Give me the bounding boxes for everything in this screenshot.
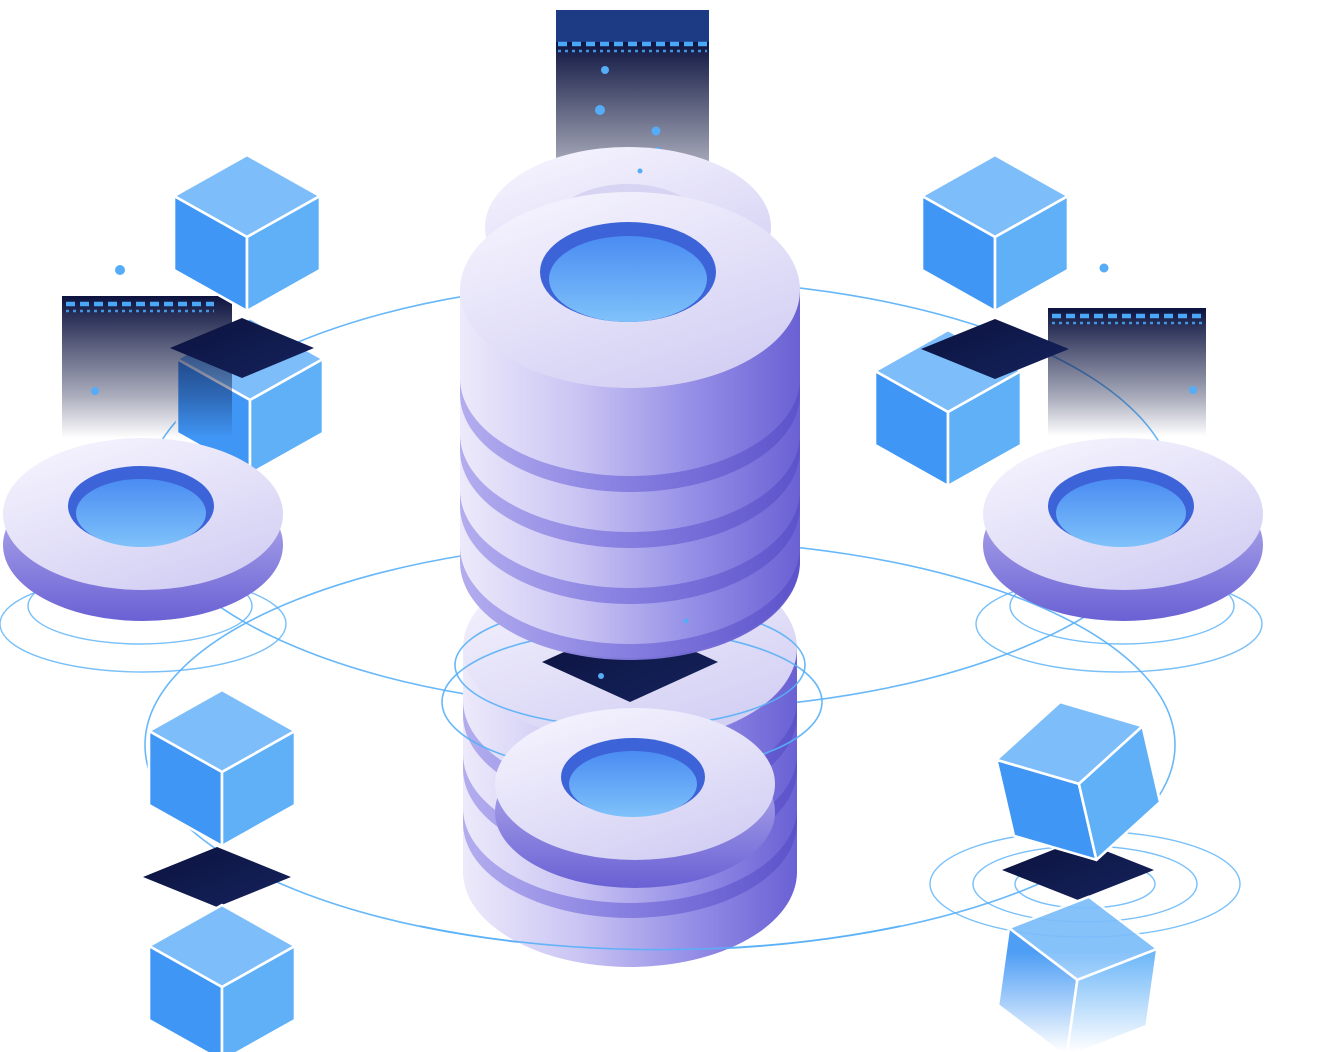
torus-hole-pool bbox=[1056, 479, 1186, 547]
right-ring-node bbox=[975, 438, 1263, 673]
particle-dot bbox=[598, 673, 604, 679]
bottom-center-torus bbox=[495, 708, 775, 888]
torus-hole-pool bbox=[569, 751, 697, 817]
bottom-right-node bbox=[929, 700, 1241, 1052]
left-cube-column bbox=[62, 153, 325, 476]
data-stream-panel-right bbox=[1048, 263, 1206, 436]
cylinder-groove bbox=[460, 434, 800, 548]
cube-right-face bbox=[946, 369, 1023, 488]
cylinder-groove bbox=[460, 490, 800, 604]
data-block-cube-right-top bbox=[920, 153, 1070, 313]
cube-right-face bbox=[220, 729, 297, 848]
particle-dot bbox=[1189, 386, 1197, 394]
torus-hole-pool bbox=[76, 479, 206, 547]
floating-dots bbox=[598, 168, 689, 679]
particle-dot bbox=[595, 105, 605, 115]
beam-cap bbox=[556, 10, 709, 42]
cube-left-face bbox=[147, 944, 224, 1052]
torus-hole-pool bbox=[549, 236, 707, 322]
panel-body bbox=[62, 296, 232, 438]
right-cube-column bbox=[873, 153, 1206, 488]
central-database-stack bbox=[419, 147, 901, 967]
cube-right-face bbox=[245, 194, 322, 313]
cylinder-groove bbox=[460, 546, 800, 660]
cube-right-face bbox=[220, 944, 297, 1052]
particle-dot bbox=[651, 126, 661, 136]
cylinder-body bbox=[460, 290, 800, 658]
data-block-cube-bottomleft-bottom bbox=[147, 903, 297, 1052]
shadow-diamond-bottomleft bbox=[143, 847, 291, 907]
left-ring-node bbox=[0, 438, 287, 673]
panel-body bbox=[1048, 308, 1206, 436]
particle-dot bbox=[91, 387, 99, 395]
reflection-fade bbox=[985, 952, 1180, 1052]
particle-dot bbox=[601, 66, 609, 74]
particle-dot bbox=[637, 168, 643, 174]
data-stream-panel-left bbox=[62, 265, 232, 438]
cube-right-face bbox=[248, 357, 325, 476]
front-orbit-arc bbox=[419, 925, 901, 951]
shadow-diamond-bottomright bbox=[1002, 840, 1154, 900]
data-block-cube-bottomleft-top bbox=[147, 688, 297, 848]
shadow-diamond-right bbox=[921, 319, 1069, 379]
particle-dot bbox=[115, 265, 125, 275]
upper-cylinder-stack bbox=[460, 147, 800, 660]
bottom-left-cube-column bbox=[143, 688, 297, 1052]
cube-right-face bbox=[993, 194, 1070, 313]
cylinder-groove bbox=[460, 378, 800, 492]
particle-dot bbox=[1099, 263, 1109, 273]
cube-right-face bbox=[1077, 724, 1162, 862]
cylinder-groove bbox=[463, 808, 797, 918]
shadow-diamond-left bbox=[170, 318, 314, 378]
data-block-cube-bottomright bbox=[995, 700, 1162, 862]
data-block-cube-left-top bbox=[172, 153, 322, 313]
particle-dot bbox=[683, 618, 689, 624]
